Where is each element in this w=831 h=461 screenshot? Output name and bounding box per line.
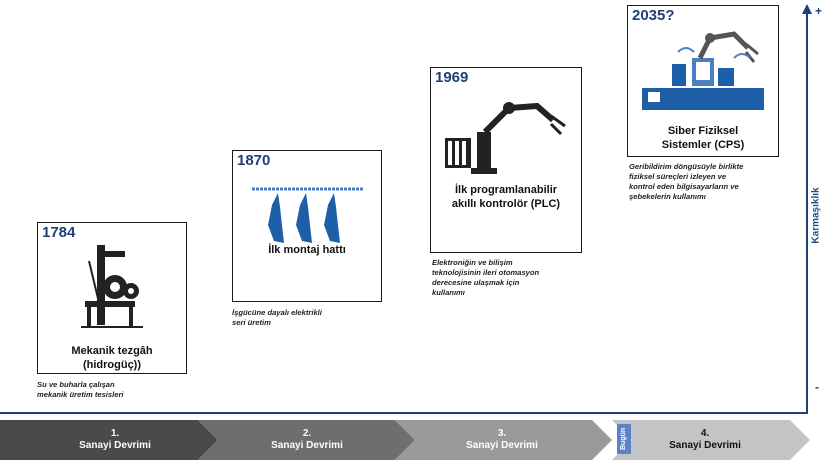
card-1969: 1969 İlk programlanabilir akıllı kontrol…: [430, 67, 582, 253]
step-number: 2.: [302, 428, 312, 439]
card-title: Siber Fiziksel Sistemler (CPS): [661, 125, 745, 151]
timeline-baseline: [0, 412, 807, 414]
card-year: 1870: [237, 152, 271, 169]
chevron-step-2: [198, 420, 415, 460]
step-number: 3.: [497, 428, 507, 439]
step-1-label: 1. Sanayi Devrimi: [60, 428, 170, 452]
step-number: 1.: [110, 428, 120, 439]
step-number: 4.: [700, 428, 710, 439]
robot-arm-icon: [445, 102, 566, 174]
axis-plus-mark: +: [815, 4, 823, 18]
assembly-line-icon: [252, 187, 364, 243]
cyber-physical-icon: [642, 31, 764, 110]
chevron-step-1: [0, 420, 218, 460]
step-3-label: 3. Sanayi Devrimi: [447, 428, 557, 452]
complexity-axis: [802, 4, 812, 414]
step-text: Sanayi Devrimi: [79, 440, 151, 451]
axis-label: Karmaşıklık: [810, 187, 822, 244]
card-description-2035: Geribildirim döngüsüyle birlikte fizikse…: [629, 162, 744, 201]
card-year: 2035?: [632, 7, 675, 24]
mechanical-loom-icon: [81, 245, 143, 328]
step-text: Sanayi Devrimi: [669, 440, 741, 451]
card-description-1969: Elektroniğin ve bilişim teknolojisinin i…: [432, 258, 540, 297]
card-title: Mekanik tezgâh (hidrogüç)): [71, 345, 153, 371]
card-title: İlk montaj hattı: [268, 244, 346, 256]
today-marker: Bugün: [617, 424, 631, 454]
chevron-step-3: [395, 420, 612, 460]
card-title: İlk programlanabilir akıllı kontrolör (P…: [451, 184, 561, 210]
card-2035: 2035? Siber Fiziksel Sistemler (CPS): [627, 5, 779, 157]
step-text: Sanayi Devrimi: [466, 440, 538, 451]
step-text: Sanayi Devrimi: [271, 440, 343, 451]
card-year: 1784: [42, 224, 76, 241]
axis-minus-mark: -: [815, 380, 819, 394]
card-1870: 1870 İlk montaj hattı: [232, 150, 382, 302]
card-description-1870: İşgücüne dayalı elektrikli seri üretim: [232, 308, 322, 327]
card-description-1784: Su ve buharla çalışan mekanik üretim tes…: [37, 380, 124, 399]
card-1784: 1784 Mekanik tezgâh (hidrogüç)): [37, 222, 187, 374]
revolution-chevrons: [0, 420, 810, 460]
step-2-label: 2. Sanayi Devrimi: [252, 428, 362, 452]
chevron-step-4: [612, 420, 810, 460]
card-year: 1969: [435, 69, 469, 86]
step-4-label: 4. Sanayi Devrimi: [640, 428, 770, 452]
